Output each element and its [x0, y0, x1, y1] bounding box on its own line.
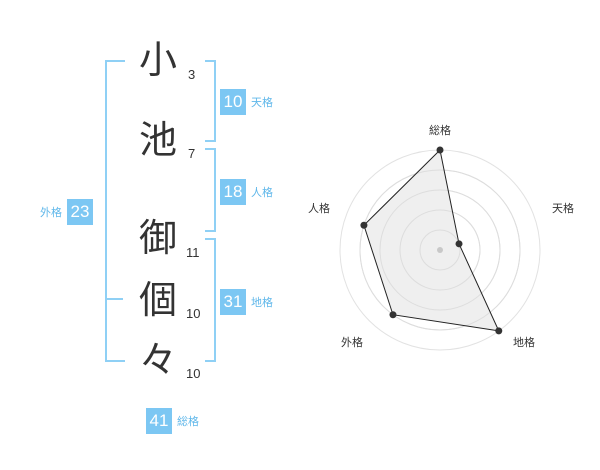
- chikaku-value: 31: [220, 289, 246, 315]
- tenkaku-value: 10: [220, 89, 246, 115]
- tenkaku-label: 天格: [251, 96, 273, 109]
- name-char-4: 個: [138, 278, 177, 322]
- radar-label-chikaku: 地格: [513, 335, 535, 349]
- radar-ring-inner: [399, 209, 481, 291]
- radar-shape: [363, 148, 500, 332]
- stroke-count-2: 7: [188, 146, 196, 161]
- radar-ring-inner: [419, 229, 461, 271]
- jinkaku-badge: 18 人格: [220, 179, 273, 205]
- radar-dots: [360, 146, 503, 335]
- jinkaku-value: 18: [220, 179, 246, 205]
- jinkaku-label: 人格: [251, 186, 273, 199]
- soukaku-badge: 41 総格: [146, 408, 199, 434]
- name-char-1: 小: [138, 38, 177, 82]
- radar-label-soukaku: 総格: [429, 123, 451, 137]
- radar-point-5: [360, 221, 368, 229]
- tenkaku-bracket: [205, 60, 216, 142]
- soukaku-label: 総格: [177, 415, 199, 428]
- stroke-count-4: 10: [186, 306, 201, 321]
- stroke-count-1: 3: [188, 67, 196, 82]
- radar-point-2: [455, 240, 463, 248]
- chikaku-bracket: [205, 238, 216, 362]
- radar-center-dot: [437, 247, 443, 253]
- name-char-3: 御: [138, 216, 177, 260]
- radar-point-4: [389, 311, 397, 319]
- gaikaku-label: 外格: [40, 206, 62, 219]
- tenkaku-badge: 10 天格: [220, 89, 273, 115]
- radar-label-jinkaku: 人格: [308, 201, 330, 215]
- radar-label-tenkaku: 天格: [552, 201, 574, 215]
- radar-point-3: [495, 327, 503, 335]
- gaikaku-badge: 外格 23: [40, 199, 93, 225]
- radar-fill: [363, 150, 499, 331]
- radar-ring-inner: [359, 169, 521, 331]
- stroke-count-3: 11: [186, 245, 200, 260]
- name-char-2: 池: [138, 118, 177, 162]
- name-char-5: 々: [138, 338, 177, 382]
- gaikaku-bracket: [105, 60, 125, 362]
- stroke-count-5: 10: [186, 366, 201, 381]
- radar-ring-inner: [379, 189, 501, 311]
- radar-label-gaikaku: 外格: [341, 335, 363, 349]
- radar-point-1: [436, 146, 444, 154]
- gaikaku-value: 23: [67, 199, 93, 225]
- gaikaku-bracket-divider: [105, 298, 123, 300]
- chikaku-badge: 31 地格: [220, 289, 273, 315]
- soukaku-value: 41: [146, 408, 172, 434]
- chikaku-label: 地格: [251, 296, 273, 309]
- jinkaku-bracket: [205, 148, 216, 232]
